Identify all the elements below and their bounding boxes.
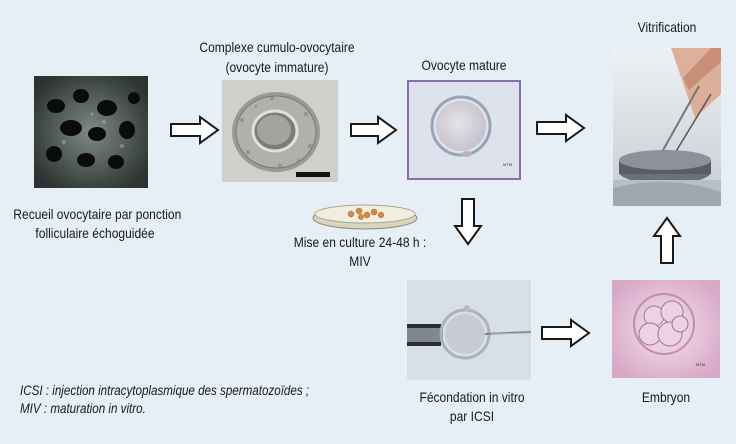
petri-dish-image bbox=[311, 200, 419, 230]
svg-text:MTM: MTM bbox=[503, 162, 512, 167]
footnote-line2: MIV : maturation in vitro. bbox=[20, 401, 146, 416]
culture-label-line1: Mise en culture 24-48 h : bbox=[293, 234, 427, 250]
arrow-right-2 bbox=[350, 115, 398, 145]
cumulus-oocyte-image bbox=[222, 80, 338, 182]
vitrification-image bbox=[613, 48, 721, 206]
ultrasound-image bbox=[34, 76, 148, 188]
retrieval-label-line2: folliculaire échoguidée bbox=[35, 225, 155, 241]
arrow-right-3 bbox=[536, 113, 586, 143]
fertilization-label-line2: par ICSI bbox=[449, 408, 495, 424]
footnote-line1: ICSI : injection intracytoplasmique des … bbox=[20, 383, 310, 398]
arrow-down bbox=[453, 198, 483, 246]
mature-oocyte-image: MTM bbox=[407, 80, 521, 180]
fertilization-label-line1: Fécondation in vitro bbox=[419, 389, 525, 405]
mature-oocyte-label: Ovocyte mature bbox=[421, 57, 507, 73]
arrow-right-4 bbox=[541, 318, 591, 348]
embryo-label: Embryon bbox=[641, 389, 691, 405]
vitrification-label: Vitrification bbox=[637, 19, 697, 35]
culture-label-line2: MIV bbox=[349, 253, 371, 269]
icsi-fertilization-image bbox=[407, 280, 531, 380]
cumulus-label-line2: (ovocyte immature) bbox=[225, 59, 329, 75]
footnote: ICSI : injection intracytoplasmique des … bbox=[20, 382, 309, 418]
svg-text:MTM: MTM bbox=[696, 362, 705, 367]
retrieval-label-line1: Recueil ovocytaire par ponction bbox=[13, 206, 182, 222]
arrow-right-1 bbox=[170, 115, 220, 145]
cumulus-label-line1: Complexe cumulo-ovocytaire bbox=[199, 39, 355, 55]
embryo-image: MTM bbox=[612, 280, 720, 378]
arrow-up bbox=[652, 216, 682, 264]
